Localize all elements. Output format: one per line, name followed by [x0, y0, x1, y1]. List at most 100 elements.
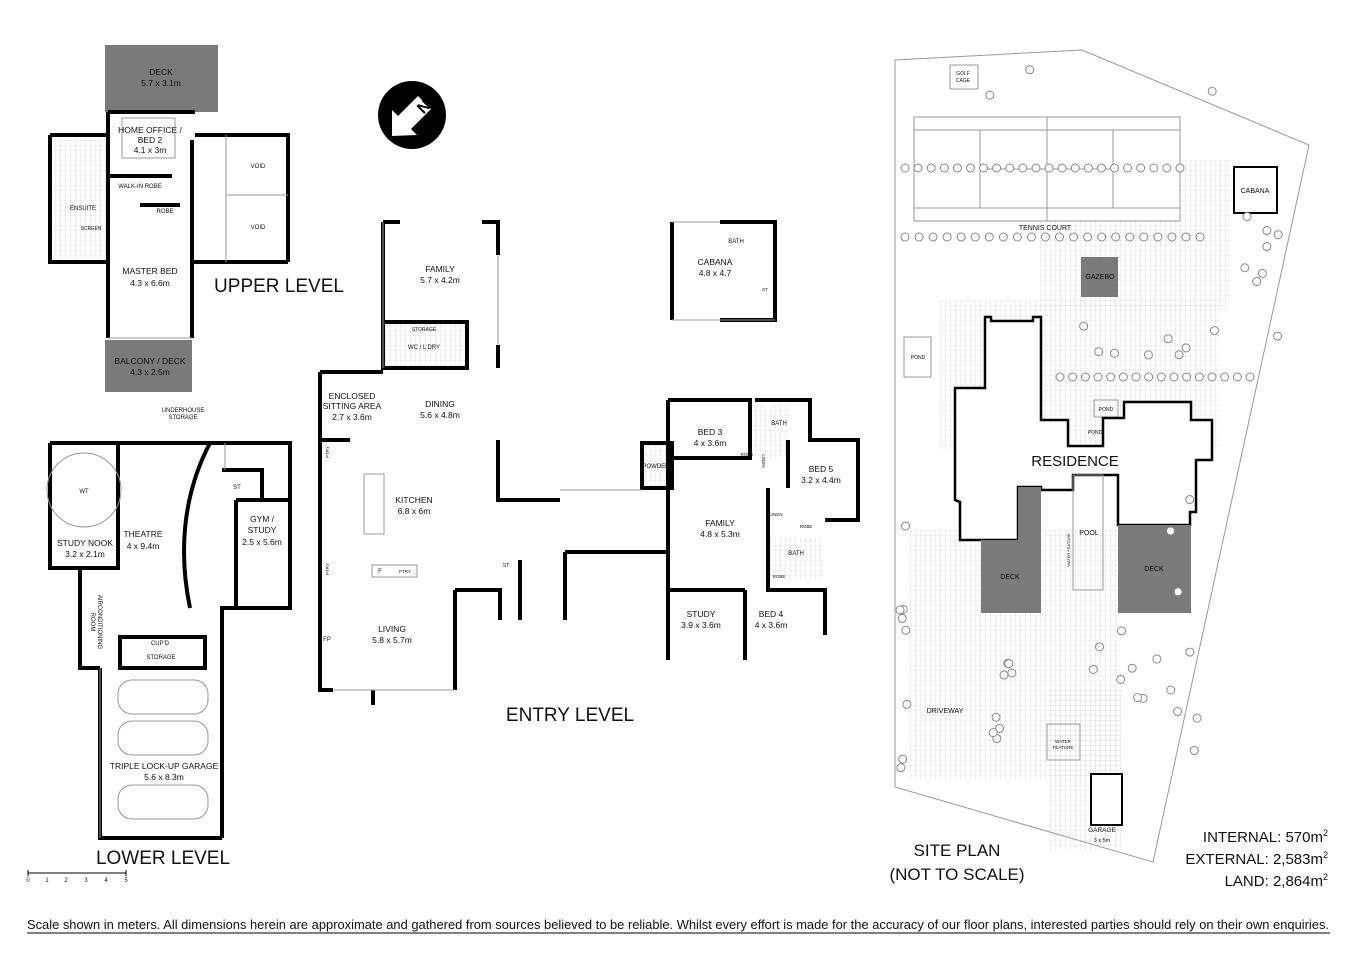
tree-icon	[1131, 372, 1141, 382]
tree-icon	[1166, 526, 1176, 536]
home-office-label: HOME OFFICE /	[118, 125, 182, 135]
study-nook-label: STUDY NOOK	[57, 538, 113, 548]
scale-tick: 2	[64, 878, 68, 884]
home-office-label-2: BED 2	[138, 135, 163, 145]
cars	[117, 679, 209, 820]
bed4-size: 4 x 3.6m	[755, 620, 788, 630]
tree-icon	[991, 712, 1001, 722]
garage-size: 3 x 5m	[1094, 838, 1111, 844]
tree-icon	[1018, 163, 1028, 173]
upper-deck	[105, 45, 218, 112]
water-tank	[46, 452, 122, 528]
deck-label: DECK	[149, 67, 173, 77]
lower-level-plan: UNDERHOUSE STORAGE WT STUDY NOOK 3.2 x 2…	[46, 408, 292, 869]
north-arrow-icon: N	[378, 81, 446, 149]
bed3-label: BED 3	[698, 427, 723, 437]
tree-icon	[1133, 693, 1143, 703]
tree-icon	[1153, 232, 1163, 242]
tree-icon	[1163, 334, 1173, 344]
tree-icon	[1162, 163, 1172, 173]
kitchen-size: 6.8 x 6m	[398, 506, 431, 516]
tree-icon	[1068, 372, 1078, 382]
bed5-size: 3.2 x 4.4m	[801, 475, 841, 485]
tree-icon	[1095, 642, 1105, 652]
tree-icon	[1169, 372, 1179, 382]
tree-icon	[1189, 746, 1199, 756]
cabana-bath-label: BATH	[728, 239, 744, 245]
tree-icon	[1245, 372, 1255, 382]
lower-level-title: LOWER LEVEL	[96, 848, 230, 869]
tree-icon	[1257, 268, 1267, 278]
water-feature-label: WATER	[1055, 739, 1071, 744]
area-summary: INTERNAL: 570m2 EXTERNAL: 2,583m2 LAND: …	[1185, 828, 1328, 890]
tree-icon	[1252, 277, 1262, 287]
underhouse-label-2: STORAGE	[168, 415, 197, 421]
pond-label: POND	[1088, 430, 1103, 436]
tree-icon	[1096, 163, 1106, 173]
tree-icon	[1273, 331, 1283, 341]
tree-icon	[1125, 232, 1135, 242]
tree-icon	[1070, 163, 1080, 173]
tree-icon	[1185, 647, 1195, 657]
balcony-size: 4.3 x 2.5m	[130, 367, 170, 377]
garage-label: GARAGE	[1088, 827, 1116, 834]
ensuite-label: ENSUITE	[70, 206, 96, 212]
tree-icon	[1123, 163, 1133, 173]
trees	[895, 65, 1283, 773]
pantry-label: PTRY	[399, 569, 411, 574]
robe-label: ROBE	[800, 524, 813, 529]
tree-icon	[1220, 372, 1230, 382]
pool-label: POOL	[1079, 530, 1099, 537]
bath-label: BATH	[771, 421, 787, 427]
storage-label: STORAGE	[146, 655, 175, 661]
tree-icon	[998, 232, 1008, 242]
tree-icon	[1012, 232, 1022, 242]
void-label: VOID	[251, 164, 266, 170]
scale-tick: 5	[124, 878, 128, 884]
study-label: STUDY	[687, 609, 716, 619]
bed5-label: BED 5	[809, 464, 834, 474]
gazebo-label: GAZEBO	[1085, 274, 1115, 281]
sitting-label-2: SITTING AREA	[323, 401, 382, 411]
tree-icon	[1185, 495, 1195, 505]
tree-icon	[895, 605, 905, 615]
tree-icon	[1262, 226, 1272, 236]
tree-icon	[897, 613, 907, 623]
garage-size: 5.6 x 8.3m	[144, 772, 184, 782]
linen-label: LINEN	[769, 512, 782, 517]
tree-icon	[956, 232, 966, 242]
site-plan: GOLF CAGE TENNIS COURT CABANA GAZEBO PON…	[889, 49, 1310, 884]
tree-icon	[1116, 674, 1126, 684]
living-label: LIVING	[378, 624, 406, 634]
storage-label: STORAGE	[412, 327, 437, 333]
pond-label: POND	[1099, 407, 1114, 413]
tree-icon	[901, 625, 911, 635]
sitting-size: 2.7 x 3.6m	[332, 412, 372, 422]
powder-label: POWDER	[643, 464, 671, 470]
disclaimer: Scale shown in meters. All dimensions he…	[27, 918, 1329, 932]
tree-icon	[999, 670, 1009, 680]
underhouse-label: UNDERHOUSE	[162, 408, 205, 414]
tree-icon	[992, 163, 1002, 173]
family-size: 4.8 x 5.3m	[700, 529, 740, 539]
water-feature-label-2: FEATURE	[1053, 745, 1074, 750]
tree-icon	[1149, 163, 1159, 173]
deck-size: 5.7 x 3.1m	[141, 78, 181, 88]
tree-icon	[965, 163, 975, 173]
cupd-label: CUP'D	[151, 641, 170, 647]
residence-label: RESIDENCE	[1031, 453, 1119, 470]
tree-icon	[901, 521, 911, 531]
tree-icon	[1005, 163, 1015, 173]
upper-level-title: UPPER LEVEL	[214, 276, 344, 297]
internal-area: INTERNAL: 570m2	[1203, 828, 1328, 846]
st-label: ST	[503, 563, 509, 569]
wt-label: WT	[79, 489, 89, 495]
tree-icon	[1175, 163, 1185, 173]
cabana-label: CABANA	[1241, 188, 1270, 195]
kitchen-label: KITCHEN	[395, 495, 432, 505]
aircon-label-2: ROOM	[89, 613, 95, 632]
tree-icon	[1055, 372, 1065, 382]
tree-icon	[1139, 232, 1149, 242]
family-north-size: 5.7 x 4.2m	[420, 275, 460, 285]
tree-icon	[1240, 263, 1250, 273]
